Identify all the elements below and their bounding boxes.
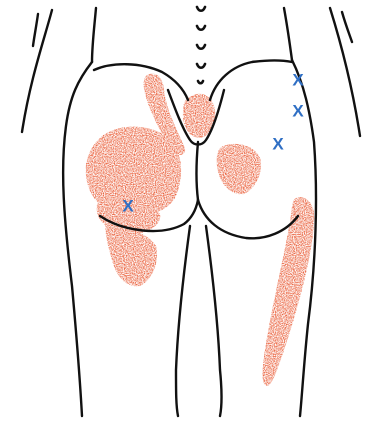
spine-marks bbox=[197, 7, 205, 83]
left-hip-line bbox=[63, 62, 92, 416]
right-arm-outer-line bbox=[330, 8, 360, 136]
trigger-point-x-marker: X bbox=[292, 71, 304, 90]
right-gluteal-fold bbox=[198, 200, 298, 238]
vertebra-mark bbox=[197, 64, 205, 68]
inner-right-leg-line bbox=[206, 226, 222, 416]
referred-pain-areas bbox=[86, 74, 315, 386]
vertebra-mark bbox=[197, 45, 205, 49]
trigger-point-x-marker: X bbox=[272, 135, 284, 154]
waist-left-line bbox=[94, 64, 188, 100]
left-arm-outer-line bbox=[22, 10, 52, 132]
vertebra-mark bbox=[197, 26, 205, 30]
gluteal-cleft-line bbox=[197, 142, 199, 200]
right-torso-line bbox=[284, 8, 292, 60]
inner-left-leg-line bbox=[176, 226, 190, 416]
left-arm-inner-line bbox=[33, 14, 38, 46]
right-arm-inner-line bbox=[342, 12, 352, 42]
trigger-point-x-marker: X bbox=[122, 197, 134, 216]
vertebra-mark bbox=[197, 7, 205, 11]
vertebra-mark bbox=[198, 81, 203, 83]
pain-area-right-buttock bbox=[217, 144, 261, 194]
left-torso-line bbox=[92, 8, 96, 62]
trigger-point-x-marker: X bbox=[292, 102, 304, 121]
